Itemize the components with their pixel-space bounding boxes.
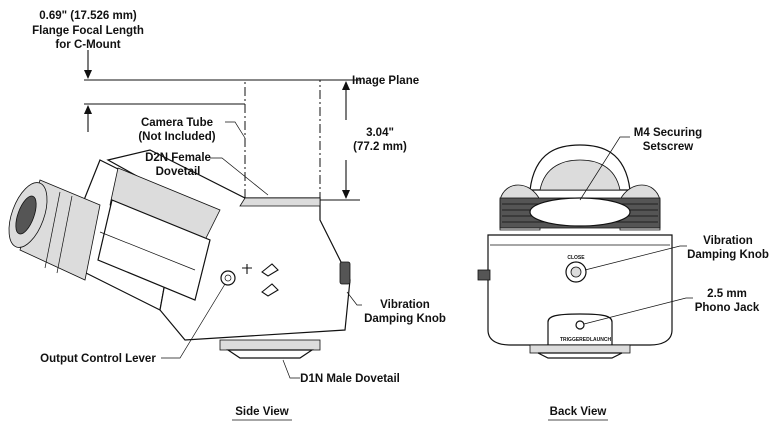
d1n-lower [226,349,314,359]
phono-jack-icon [575,320,585,330]
camera-tube-label-1: Camera Tube [141,117,213,129]
panel-right-label: LAUNCH [590,337,611,343]
flange-line2-label: Flange Focal Length [32,25,144,37]
camera-switch-icon [261,263,279,277]
panel-left-label: TRIGGERED [560,337,590,343]
phono-label-2: Phono Jack [695,302,760,314]
image-plane-label: Image Plane [352,75,419,87]
d2n-label-2: Dovetail [156,166,201,178]
phono-leader [583,297,693,325]
screw-icon [242,264,252,274]
lever-hub-icon [224,274,232,282]
d2n-leader [210,157,269,196]
tube-dim-arrowhead-top [342,81,350,90]
camera-tube-label-2: (Not Included) [138,131,215,143]
back-top-dish [529,197,631,227]
tube-height-mm-label: (77.2 mm) [353,141,407,153]
flange-value-label: 0.69" (17.526 mm) [39,10,137,22]
phono-label-1: 2.5 mm [707,288,747,300]
vib-side-leader [346,291,362,306]
side-view-title: Side View [235,406,289,418]
housing-seam [99,231,196,271]
side-view-drawing [8,50,362,421]
camera-tube-leader [225,121,246,139]
d1n-upper [219,339,321,351]
m4-label-1: M4 Securing [634,127,702,139]
back-top-inner [539,159,621,191]
barrel-lens-inner [15,195,37,235]
d1n-label: D1N Male Dovetail [300,373,400,385]
m4-leader [579,136,630,201]
eyepiece-switch-icon [261,283,279,297]
camera-tube-outline [244,79,321,201]
knob-label: CLOSE [567,255,585,261]
d1n-dovetail [219,339,321,359]
flange-arrowhead-bottom [84,105,92,114]
d1n-leader [282,359,300,379]
back-base-lower [537,352,623,359]
housing-side-plate [97,199,211,301]
back-view-title: Back View [550,406,607,418]
back-base-upper [529,344,631,354]
vib-back-label-1: Vibration [703,235,753,247]
vib-back-label-2: Damping Knob [687,249,769,261]
vib-back-leader [584,245,687,271]
back-vibration-knob-inner [570,266,582,278]
back-view-drawing: CLOSE TRIGGERED LAUNCH [477,136,693,421]
vib-side-label-1: Vibration [380,299,430,311]
side-vibration-knob [339,261,351,285]
barrel-ring-2 [56,195,73,274]
output-lever-leader [161,283,226,359]
output-control-lever-icon [220,270,236,286]
d2n-dovetail [239,197,321,207]
tube-dim-arrowhead-bottom [342,190,350,199]
flange-line3-label: for C-Mount [55,39,120,51]
tube-height-in-label: 3.04" [366,127,394,139]
output-lever-label: Output Control Lever [40,353,156,365]
flange-arrowhead-top [84,70,92,79]
back-housing-body [487,234,673,346]
d2n-label-1: D2N Female [145,152,211,164]
barrel-ring-1 [44,191,61,269]
side-housing [97,149,351,341]
m4-label-2: Setscrew [643,141,694,153]
vib-side-label-2: Damping Knob [364,313,446,325]
back-side-knob [477,269,491,281]
